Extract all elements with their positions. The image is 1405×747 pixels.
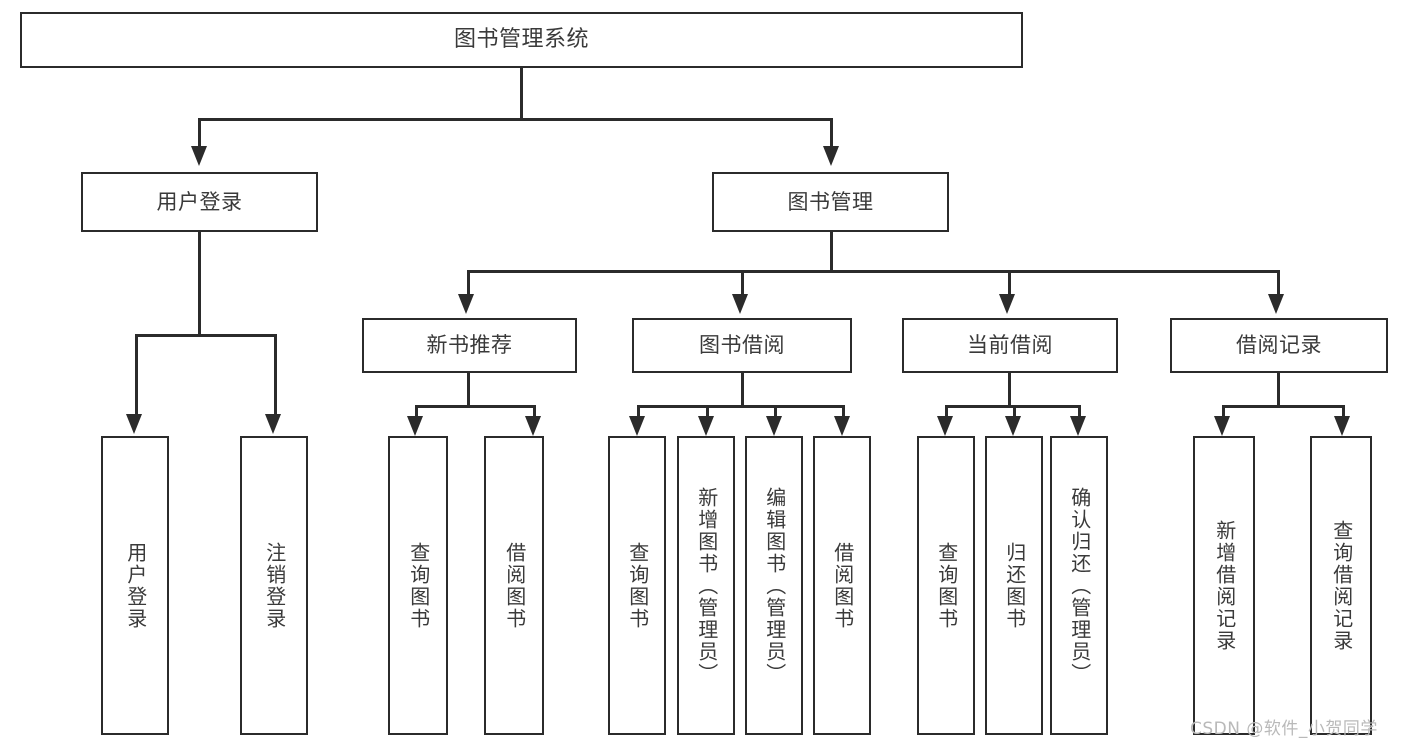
node-root-book-management-system[interactable]: 图书管理系统 [20, 12, 1023, 68]
arrowhead-to-user-login-leaf [126, 414, 142, 434]
node-label: 图书管理 [787, 189, 874, 214]
connector-bb-stem [741, 373, 744, 407]
leaf-cb-return-book[interactable]: 归还图书 [985, 436, 1043, 735]
connector-cb-drop-3 [1078, 405, 1081, 421]
connector-br-drop-2 [1342, 405, 1345, 421]
node-label: 借阅图书 [502, 541, 527, 630]
connector-user-login-drop-1 [135, 334, 138, 418]
connector-user-login-drop-2 [274, 334, 277, 418]
leaf-nbr-query-book[interactable]: 查询图书 [388, 436, 448, 735]
arrowhead-to-current-borrow [999, 294, 1015, 314]
node-borrow-record[interactable]: 借阅记录 [1170, 318, 1388, 373]
connector-nbr-drop-1 [415, 405, 418, 421]
node-label: 用户登录 [123, 541, 148, 630]
leaf-nbr-borrow-book[interactable]: 借阅图书 [484, 436, 544, 735]
arrowhead-cb-child-1 [937, 416, 953, 436]
connector-br-stem [1277, 373, 1280, 407]
connector-root-bus [198, 118, 832, 121]
node-label: 借阅记录 [1236, 333, 1322, 358]
arrowhead-br-child-1 [1214, 416, 1230, 436]
arrowhead-br-child-2 [1334, 416, 1350, 436]
connector-bm-drop-4 [1277, 270, 1280, 298]
arrowhead-to-book-borrow [732, 294, 748, 314]
connector-cb-drop-2 [1013, 405, 1016, 421]
connector-nbr-drop-2 [533, 405, 536, 421]
node-label: 查询图书 [406, 541, 431, 630]
csdn-watermark: CSDN @软件_小贺同学 [1190, 719, 1378, 739]
node-label: 借阅图书 [830, 541, 855, 630]
arrowhead-to-new-book-recommend [458, 294, 474, 314]
node-label: 编辑图书（管理员） [762, 486, 787, 685]
connector-bm-drop-2 [741, 270, 744, 298]
leaf-br-add-record[interactable]: 新增借阅记录 [1193, 436, 1255, 735]
connector-bm-drop-3 [1008, 270, 1011, 298]
leaf-cb-query-book[interactable]: 查询图书 [917, 436, 975, 735]
leaf-bb-query-book[interactable]: 查询图书 [608, 436, 666, 735]
node-label: 图书借阅 [699, 333, 785, 358]
arrowhead-to-borrow-record [1268, 294, 1284, 314]
node-label: 查询图书 [625, 541, 650, 630]
arrowhead-nbr-child-1 [407, 416, 423, 436]
connector-root-drop-2 [830, 118, 833, 148]
node-label: 新增借阅记录 [1212, 519, 1237, 652]
node-new-book-recommend[interactable]: 新书推荐 [362, 318, 577, 373]
arrowhead-nbr-child-2 [525, 416, 541, 436]
node-label: 注销登录 [262, 541, 287, 630]
connector-cb-stem [1008, 373, 1011, 407]
connector-root-drop-1 [198, 118, 201, 148]
connector-nbr-stem [467, 373, 470, 407]
leaf-br-query-record[interactable]: 查询借阅记录 [1310, 436, 1372, 735]
connector-bb-bus [637, 405, 845, 408]
connector-bb-drop-3 [774, 405, 777, 421]
connector-br-drop-1 [1222, 405, 1225, 421]
arrowhead-cb-child-3 [1070, 416, 1086, 436]
leaf-bb-borrow-book[interactable]: 借阅图书 [813, 436, 871, 735]
arrowhead-cb-child-2 [1005, 416, 1021, 436]
connector-book-management-bus [467, 270, 1279, 273]
node-label: 当前借阅 [967, 333, 1053, 358]
connector-root-stem [520, 68, 523, 120]
leaf-bb-edit-book-admin[interactable]: 编辑图书（管理员） [745, 436, 803, 735]
arrowhead-bb-child-3 [766, 416, 782, 436]
leaf-cb-confirm-return-admin[interactable]: 确认归还（管理员） [1050, 436, 1108, 735]
node-user-login[interactable]: 用户登录 [81, 172, 318, 232]
arrowhead-to-book-management [823, 146, 839, 166]
node-label: 新增图书（管理员） [694, 486, 719, 685]
connector-nbr-bus [415, 405, 535, 408]
arrowhead-bb-child-1 [629, 416, 645, 436]
connector-book-management-stem [830, 232, 833, 272]
node-label: 用户登录 [156, 189, 243, 214]
node-book-management[interactable]: 图书管理 [712, 172, 949, 232]
node-label: 归还图书 [1002, 541, 1027, 630]
connector-user-login-stem [198, 232, 201, 336]
connector-br-bus [1222, 405, 1344, 408]
node-label: 查询借阅记录 [1329, 519, 1354, 652]
node-label: 图书管理系统 [453, 27, 589, 53]
leaf-user-login[interactable]: 用户登录 [101, 436, 169, 735]
leaf-logout[interactable]: 注销登录 [240, 436, 308, 735]
connector-bm-drop-1 [467, 270, 470, 298]
arrowhead-to-logout-leaf [265, 414, 281, 434]
node-book-borrow[interactable]: 图书借阅 [632, 318, 852, 373]
connector-bb-drop-1 [637, 405, 640, 421]
node-label: 新书推荐 [426, 333, 513, 358]
connector-bb-drop-4 [842, 405, 845, 421]
node-current-borrow[interactable]: 当前借阅 [902, 318, 1118, 373]
arrowhead-bb-child-2 [698, 416, 714, 436]
arrowhead-bb-child-4 [834, 416, 850, 436]
arrowhead-to-user-login [191, 146, 207, 166]
node-label: 查询图书 [934, 541, 959, 630]
connector-cb-drop-1 [945, 405, 948, 421]
connector-cb-bus [945, 405, 1080, 408]
leaf-bb-add-book-admin[interactable]: 新增图书（管理员） [677, 436, 735, 735]
connector-bb-drop-2 [706, 405, 709, 421]
node-label: 确认归还（管理员） [1067, 486, 1092, 685]
connector-user-login-bus [135, 334, 277, 337]
